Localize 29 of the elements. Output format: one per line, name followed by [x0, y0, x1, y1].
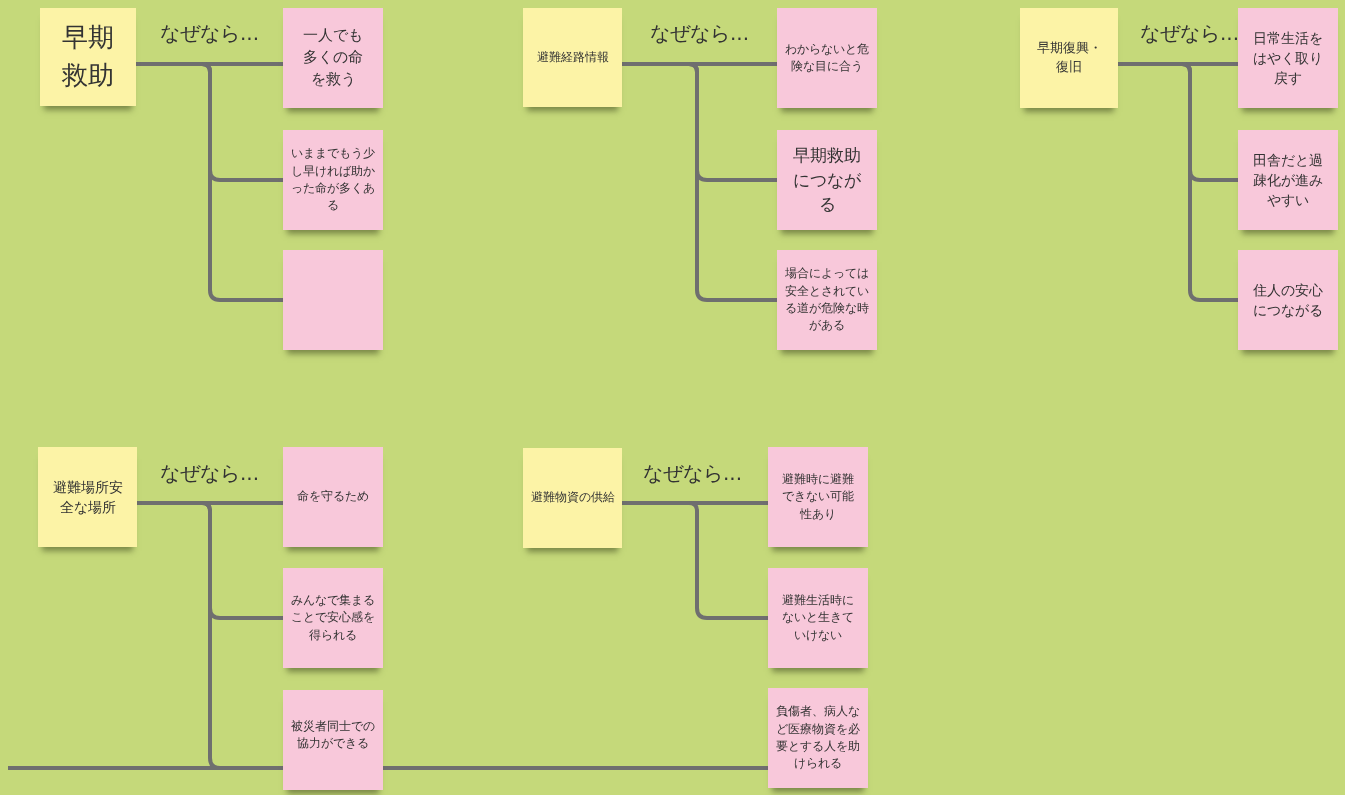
because-label: なぜなら...: [650, 20, 750, 47]
reason-note: 被災者同士での協力ができる: [283, 690, 383, 790]
connector-line: [136, 62, 283, 302]
sticky-note: 早期救助: [40, 8, 136, 106]
reason-note: わからないと危険な目に合う: [777, 8, 877, 108]
because-label: なぜなら...: [160, 20, 260, 47]
reason-note: 負傷者、病人など医療物資を必要とする人を助けられる: [768, 688, 868, 788]
sticky-note: 早期復興・復旧: [1020, 8, 1118, 108]
reason-note: 住人の安心につながる: [1238, 250, 1338, 350]
reason-note: 避難生活時にないと生きていけない: [768, 568, 868, 668]
because-label: なぜなら...: [1140, 20, 1240, 47]
sticky-note: 避難物資の供給: [523, 448, 622, 548]
reason-note: 日常生活をはやく取り戻す: [1238, 8, 1338, 108]
reason-note: 一人でも多くの命を救う: [283, 8, 383, 108]
reason-note: 場合によっては安全とされている道が危険な時がある: [777, 250, 877, 350]
reason-note: 命を守るため: [283, 447, 383, 547]
sticky-note: 避難場所安全な場所: [38, 447, 137, 547]
reason-note: 避難時に避難できない可能性あり: [768, 447, 868, 547]
reason-note: 田舎だと過疎化が進みやすい: [1238, 130, 1338, 230]
sticky-note: 避難経路情報: [523, 8, 622, 107]
reason-note: いままでもう少し早ければ助かった命が多くある: [283, 130, 383, 230]
reason-note: みんなで集まることで安心感を得られる: [283, 568, 383, 668]
because-label: なぜなら...: [643, 460, 743, 487]
connector-line: [622, 501, 768, 620]
reason-note: 早期救助につながる: [777, 130, 877, 230]
reason-note: [283, 250, 383, 350]
because-label: なぜなら...: [160, 460, 260, 487]
connector-line: [622, 62, 777, 302]
connector-line: [1118, 62, 1238, 302]
